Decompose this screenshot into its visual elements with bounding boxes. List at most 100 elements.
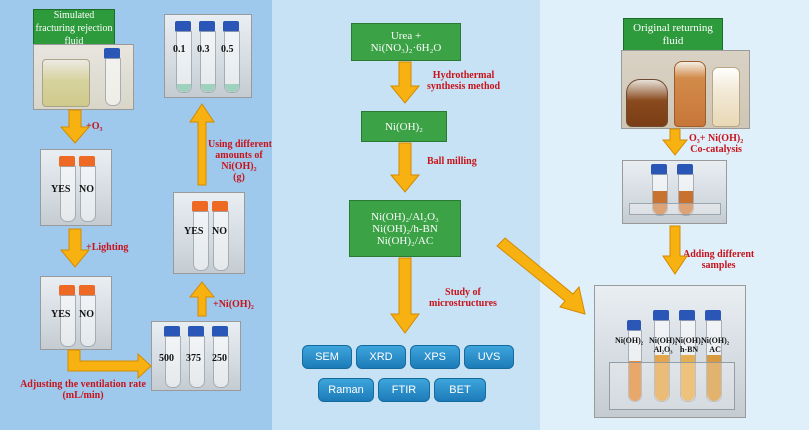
tube xyxy=(200,31,216,93)
bottle xyxy=(674,61,706,127)
composites-box: Ni(OH)₂/Al₂O₃ Ni(OH)₂/h-BN Ni(OH)₂/AC xyxy=(349,200,461,257)
ozone-photo: YES NO xyxy=(40,149,112,226)
raman-button: Raman xyxy=(318,378,374,402)
tube xyxy=(213,211,229,271)
amounts-line: amounts of xyxy=(215,150,263,161)
bottle xyxy=(712,67,740,127)
tube-cap xyxy=(653,310,669,321)
yes-label: YES xyxy=(51,184,71,195)
tube-cap xyxy=(199,21,215,32)
sample-label-hbn: Ni(OH)₂ h-BN xyxy=(675,336,703,354)
tube xyxy=(628,330,642,402)
adding-line: Adding different xyxy=(683,249,755,260)
tube xyxy=(680,320,696,402)
tube-cap xyxy=(223,21,239,32)
original-fluid-title: Original returning fluid xyxy=(623,18,723,52)
bet-button: BET xyxy=(434,378,486,402)
ventilation-photo: 500 375 250 xyxy=(151,321,241,391)
tube-cap xyxy=(164,326,180,337)
tube-cap xyxy=(677,164,693,175)
tube-cap xyxy=(705,310,721,321)
tube xyxy=(165,336,181,388)
ventilation-step-text: Adjusting the ventilation rate (mL/min) xyxy=(20,379,146,401)
uvs-button: UVS xyxy=(464,345,514,369)
title-line: fluid xyxy=(662,35,684,47)
amounts-step-label: Using different amounts of Ni(OH)₂ (g) xyxy=(208,139,272,183)
tube-cap xyxy=(79,156,95,167)
sample-line: Ni(OH)₂ xyxy=(701,336,730,345)
study-label: Study of microstructures xyxy=(429,287,497,309)
composite-line: Ni(OH)₂/Al₂O₃ xyxy=(371,210,439,223)
cocatalysis-label: O₃+ Ni(OH)₂ Co-catalysis xyxy=(689,133,743,155)
sample-line: Ni(OH)₂ xyxy=(649,336,678,345)
tube-rack xyxy=(629,203,721,215)
original-fluid-photo xyxy=(621,50,750,129)
reagents-box: Urea + Ni(NO₃)₂·6H₂O xyxy=(351,23,461,61)
tube-cap xyxy=(175,21,191,32)
cocat-line: Co-catalysis xyxy=(690,144,742,155)
tube-cap xyxy=(212,326,228,337)
flask xyxy=(626,79,668,127)
add-nioh-step-label: +Ni(OH)₂ xyxy=(213,299,254,310)
nioh-photo: YES NO xyxy=(173,192,245,274)
ventilation-step-label: Adjusting the ventilation rate (mL/min) xyxy=(8,379,158,401)
sample-line: h-BN xyxy=(679,345,699,354)
amounts-photo: 0.1 0.3 0.5 xyxy=(164,14,252,98)
hydro-line: synthesis method xyxy=(427,81,501,92)
amounts-line: Ni(OH)₂ xyxy=(221,161,257,172)
title-line: Original returning xyxy=(633,22,713,34)
no-label: NO xyxy=(212,226,227,237)
tube xyxy=(189,336,205,388)
tube-cap xyxy=(59,285,75,296)
ozone-step-label: +O₃ xyxy=(86,121,103,132)
sample-line: Ni(OH)₂ xyxy=(675,336,704,345)
sem-button: SEM xyxy=(302,345,352,369)
beaker xyxy=(42,59,90,107)
tube xyxy=(105,58,121,106)
cocatalysis-photo xyxy=(622,160,727,224)
tube-cap xyxy=(627,320,641,331)
tube xyxy=(60,166,76,222)
study-line: Study of xyxy=(445,287,481,298)
cocat-line: O₃+ Ni(OH)₂ xyxy=(689,133,744,144)
sample-label-ac: Ni(OH)₂ AC xyxy=(701,336,729,354)
amount-label: 0.5 xyxy=(221,44,234,55)
tube xyxy=(193,211,209,271)
tube-rack xyxy=(609,362,735,410)
reagents-line: Ni(NO₃)₂·6H₂O xyxy=(370,42,442,54)
tube-cap xyxy=(212,201,228,212)
tube xyxy=(224,31,240,93)
study-line: microstructures xyxy=(429,298,497,309)
tube xyxy=(80,166,96,222)
xps-button: XPS xyxy=(410,345,460,369)
ftir-button: FTIR xyxy=(378,378,430,402)
nioh-box: Ni(OH)₂ xyxy=(361,111,447,142)
vent-rate-label: 250 xyxy=(212,353,227,364)
sample-label: Ni(OH)₂ xyxy=(615,336,644,345)
tube-cap xyxy=(104,48,120,59)
composite-line: Ni(OH)₂/h-BN xyxy=(372,222,438,235)
ball-milling-label: Ball milling xyxy=(427,156,477,167)
hydro-line: Hydrothermal xyxy=(432,70,495,81)
composite-line: Ni(OH)₂/AC xyxy=(376,234,434,247)
vent-rate-label: 375 xyxy=(186,353,201,364)
simulated-fluid-title: Simulated fracturing rejection fluid xyxy=(33,9,115,47)
amount-label: 0.3 xyxy=(197,44,210,55)
no-label: NO xyxy=(79,309,94,320)
tube xyxy=(706,320,722,402)
tube xyxy=(176,31,192,93)
tube xyxy=(60,295,76,347)
tube xyxy=(80,295,96,347)
vent-rate-label: 500 xyxy=(159,353,174,364)
no-label: NO xyxy=(79,184,94,195)
yes-label: YES xyxy=(51,309,71,320)
tube xyxy=(213,336,229,388)
adding-samples-label: Adding different samples xyxy=(683,249,754,271)
hydrothermal-label: Hydrothermal synthesis method xyxy=(427,70,500,92)
samples-photo: Ni(OH)₂ Ni(OH)₂ Al₂O₃ Ni(OH)₂ h-BN Ni(OH… xyxy=(594,285,746,418)
simulated-fluid-photo xyxy=(33,44,134,110)
tube xyxy=(654,320,670,402)
tube-cap xyxy=(651,164,667,175)
tube-cap xyxy=(192,201,208,212)
